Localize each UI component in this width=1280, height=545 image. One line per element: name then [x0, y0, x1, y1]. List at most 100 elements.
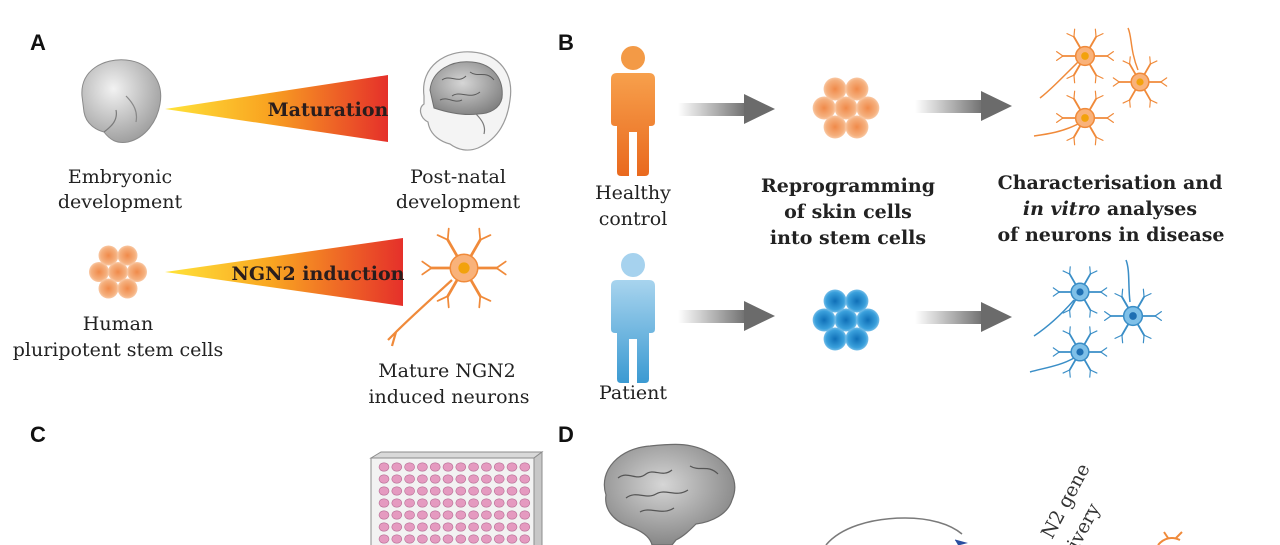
stem-cell-cluster-healthy: [812, 77, 880, 139]
plate-well: [519, 510, 531, 520]
plate-well: [429, 462, 441, 472]
plate-well: [378, 498, 390, 508]
ngn2-induction-label: NGN2 induction: [232, 263, 405, 285]
healthy-person-icon: [611, 46, 655, 176]
in-vitro-text: in vitro: [1023, 198, 1101, 220]
arrow-stem-to-neurons-bottom: [915, 302, 1012, 332]
stem-cell-0: [108, 262, 128, 282]
panel-c-letter: C: [30, 422, 46, 447]
plate-well: [417, 462, 428, 472]
plate-well: [429, 534, 441, 544]
plate-well: [493, 474, 505, 484]
plate-well: [506, 474, 518, 484]
arrow-healthy-to-stem: [678, 94, 775, 124]
stem-cell-3: [823, 77, 847, 101]
delivery-arrowhead: [954, 539, 968, 545]
plate-well: [391, 522, 403, 532]
maturation-label: Maturation: [268, 99, 389, 121]
plate-well: [442, 474, 454, 484]
plate-well: [506, 486, 518, 496]
plate-well: [519, 474, 531, 484]
plate-well: [378, 474, 390, 484]
embryonic-caption-line1: Embryonic: [68, 166, 172, 188]
plate-well: [442, 462, 454, 472]
neuron-blue-2: [1104, 259, 1162, 344]
plate-well: [404, 474, 415, 484]
plate-well: [481, 474, 492, 484]
panel-d-letter: D: [558, 422, 574, 447]
panel-b-letter: B: [558, 30, 574, 55]
stem-cell-5: [823, 115, 847, 139]
stem-cell-0: [834, 96, 858, 120]
stem-cell-5: [98, 278, 119, 299]
plate-well: [404, 510, 415, 520]
plate-well: [378, 462, 390, 472]
stem-cell-4: [845, 77, 869, 101]
patient-person-icon: [611, 253, 655, 383]
plate-well: [404, 534, 415, 544]
neuron-caption-line1: Mature NGN2: [378, 360, 516, 382]
plate-well: [493, 498, 505, 508]
stem-cell-6: [845, 327, 869, 351]
stem-cell-3: [98, 245, 119, 266]
postnatal-head-illustration: [419, 51, 512, 151]
plate-well: [442, 534, 454, 544]
plate-well: [429, 486, 441, 496]
plate-well: [493, 462, 505, 472]
plate-well: [455, 486, 467, 496]
plate-well: [468, 462, 479, 472]
arrow-stem-to-neurons-top: [915, 91, 1012, 121]
stem-cell-6: [845, 115, 869, 139]
plate-well: [429, 522, 441, 532]
plate-well: [391, 510, 403, 520]
plate-well: [391, 498, 403, 508]
plate-well: [391, 486, 403, 496]
plate-well: [378, 522, 390, 532]
stem-caption-line2: pluripotent stem cells: [13, 339, 224, 361]
stem-cell-5: [823, 327, 847, 351]
plate-well: [468, 510, 479, 520]
maturation-wedge: [165, 75, 388, 142]
stem-cell-6: [117, 278, 138, 299]
plate-well: [378, 534, 390, 544]
stem-cell-2: [856, 96, 880, 120]
patient-neurons-illustration: [1029, 259, 1162, 378]
postnatal-caption-line1: Post-natal: [410, 166, 506, 188]
plate-well: [417, 510, 428, 520]
stem-cell-2: [127, 262, 147, 282]
plate-well: [429, 474, 441, 484]
characterisation-caption-line3: of neurons in disease: [997, 224, 1224, 246]
plate-well: [378, 510, 390, 520]
plate-well: [391, 474, 403, 484]
characterisation-caption-line1: Characterisation and: [998, 172, 1223, 194]
plate-well: [378, 486, 390, 496]
plate-well: [519, 534, 531, 544]
neuron-orange-3: [1033, 90, 1114, 146]
neuron-blue-3: [1029, 326, 1108, 378]
plate-well: [404, 462, 415, 472]
reprogramming-caption-line1: Reprogramming: [761, 175, 935, 197]
plate-well: [417, 474, 428, 484]
patient-caption: Patient: [599, 382, 667, 404]
plate-well: [519, 498, 531, 508]
arrow-patient-to-stem: [678, 301, 775, 331]
reprogramming-caption-line2: of skin cells: [784, 201, 912, 223]
plate-well: [442, 522, 454, 532]
plate-well: [442, 510, 454, 520]
plate-well: [417, 498, 428, 508]
plate-well: [506, 534, 518, 544]
neuron-blue-1: [1033, 266, 1108, 337]
plate-well: [455, 522, 467, 532]
plate-well: [493, 522, 505, 532]
plate-well: [417, 522, 428, 532]
plate-well: [481, 462, 492, 472]
plate-well: [468, 486, 479, 496]
plate-well: [429, 510, 441, 520]
plate-well: [442, 498, 454, 508]
plate-well: [455, 510, 467, 520]
plate-well: [455, 474, 467, 484]
plate-well: [493, 534, 505, 544]
stem-cell-1: [812, 308, 836, 332]
plate-well: [481, 534, 492, 544]
